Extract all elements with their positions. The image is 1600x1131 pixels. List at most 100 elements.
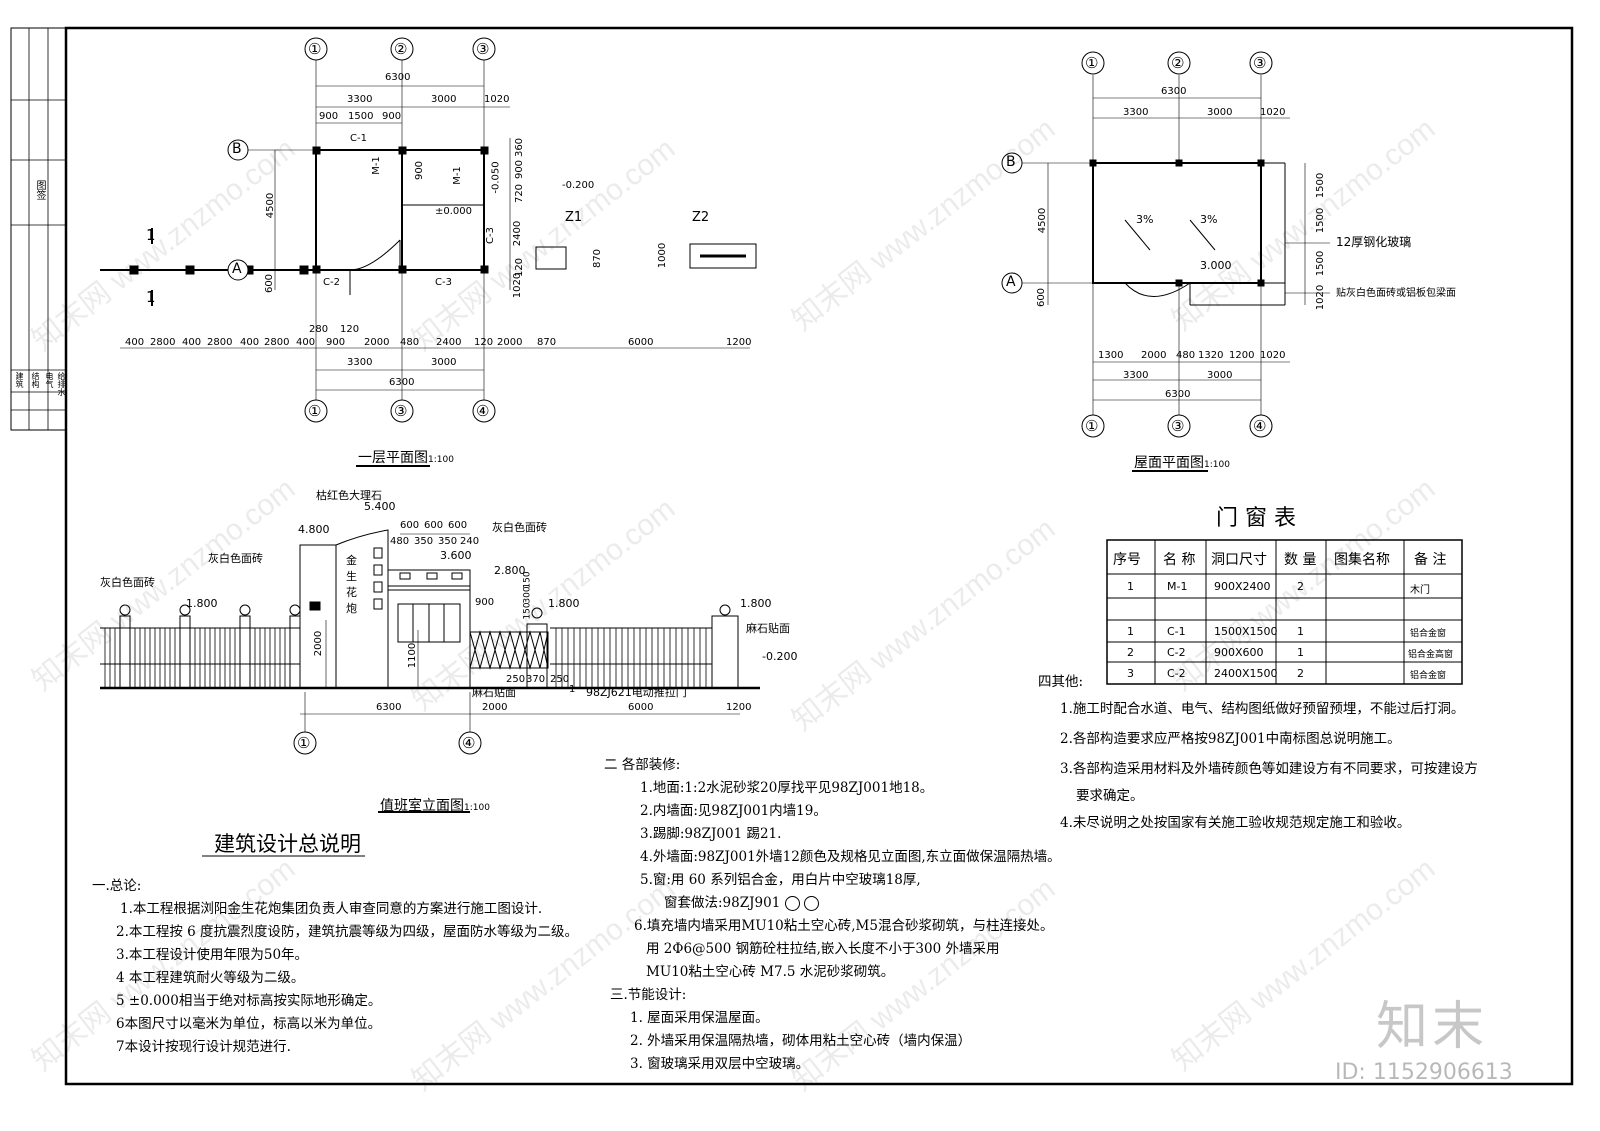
- dimension: 360: [514, 137, 526, 158]
- axis-label: ③: [394, 402, 408, 420]
- dimension: 2000: [313, 630, 325, 657]
- notes-heading: 四其他:: [1038, 674, 1084, 690]
- dimension: 900: [319, 111, 339, 122]
- note-tile: 贴灰白色面砖或铝板包梁面: [1336, 288, 1456, 299]
- dimension: 480: [1176, 350, 1196, 361]
- title-text: 屋面平面图: [1134, 455, 1204, 471]
- label: 900: [414, 160, 426, 181]
- title-text: 值班室立面图: [380, 798, 464, 814]
- dimension: 1200: [1229, 350, 1255, 361]
- dimension: 1200: [726, 702, 752, 713]
- roof-plan-title: 屋面平面图1:100: [1134, 452, 1230, 472]
- scale-text: 1:100: [428, 455, 454, 465]
- label: M-1: [451, 166, 463, 185]
- label: C-1: [350, 133, 367, 144]
- notes-finishes: 二 各部装修: 1.地面:1:2水泥砂浆20厚找平见98ZJ001地18。 2.…: [604, 754, 1061, 984]
- axis-label: ④: [476, 402, 490, 420]
- label: ±0.000: [435, 206, 473, 217]
- sidebar-discipline: 给排水: [57, 372, 66, 396]
- dimension: 1100: [407, 642, 419, 669]
- dimension: 400: [240, 337, 260, 348]
- door-window-table-grid: [1106, 539, 1463, 685]
- sidebar-top-label: 图签: [34, 180, 45, 200]
- label-tile: 灰白色面砖: [492, 521, 547, 534]
- dimension: 480: [390, 536, 410, 547]
- scale-text: 1:100: [1204, 460, 1230, 470]
- dimension: 6300: [389, 377, 415, 388]
- table-cell: C-2: [1167, 667, 1186, 680]
- dimension: 900: [475, 597, 495, 608]
- dimension: 6300: [385, 72, 411, 83]
- notes-other: 四其他: 1.施工时配合水道、电气、结构图纸做好预留预埋，不能过后打洞。 2.各…: [1038, 670, 1478, 838]
- notes-item: 1.施工时配合水道、电气、结构图纸做好预留预埋，不能过后打洞。: [1060, 701, 1465, 717]
- roof-plan-geometry: [1020, 75, 1330, 415]
- notes-item: 3.本工程设计使用年限为50年。: [116, 947, 309, 963]
- notes-item: 4.未尽说明之处按国家有关施工验收规范规定施工和验收。: [1060, 815, 1411, 831]
- dimension: 600: [400, 520, 420, 531]
- dimension: 3300: [347, 94, 373, 105]
- table-title: 门 窗 表: [1216, 506, 1296, 531]
- notes-item: 2.本工程按 6 度抗震烈度设防，建筑抗震等级为四级，屋面防水等级为二级。: [116, 924, 579, 940]
- label: M-1: [370, 156, 382, 175]
- table-cell: 900X2400: [1214, 580, 1271, 593]
- table-header: 名 称: [1163, 552, 1196, 568]
- label: Z1: [565, 210, 583, 225]
- table-cell: 铝合金高窗: [1408, 650, 1454, 660]
- dimension: 870: [537, 337, 557, 348]
- notes-item: 1. 屋面采用保温屋面。: [630, 1010, 769, 1026]
- watermark-id: ID: 1152906613: [1335, 1060, 1513, 1085]
- dimension: 900: [326, 337, 346, 348]
- label: 1000: [657, 242, 669, 269]
- watermark-logo: 知末: [1376, 997, 1489, 1057]
- floor-plan-geometry: [100, 60, 757, 400]
- dimension: 1020: [1315, 284, 1327, 311]
- label: 870: [592, 248, 604, 269]
- elevation-label: 3.000: [1200, 259, 1232, 272]
- dimension: 900: [382, 111, 402, 122]
- dimension: 1320: [1198, 350, 1224, 361]
- dimension: 120: [340, 324, 360, 335]
- sign-char: 花: [346, 586, 357, 599]
- axis-label: ②: [394, 40, 408, 58]
- notes-item: 4 本工程建筑耐火等级为二级。: [116, 970, 305, 986]
- axis-label: ①: [1085, 54, 1099, 72]
- notes-item: 5 ±0.000相当于绝对标高按实际地形确定。: [116, 993, 382, 1009]
- dimension: 600: [1036, 287, 1048, 308]
- label: -0.200: [562, 180, 595, 191]
- dimension: 2800: [207, 337, 233, 348]
- notes-item: 3. 窗玻璃采用双层中空玻璃。: [630, 1056, 810, 1072]
- table-cell: 1500X1500: [1214, 625, 1278, 638]
- notes-item: 3.各部构造采用材料及外墙砖颜色等如建设方有不同要求，可按建设方: [1060, 761, 1478, 777]
- notes-heading: 二 各部装修:: [604, 757, 681, 773]
- table-cell: 1: [1297, 625, 1304, 638]
- scale-text: 1:100: [464, 803, 490, 813]
- floor-plan-title: 一层平面图1:100: [358, 447, 454, 467]
- dimension: 480: [400, 337, 420, 348]
- sidebar-discipline: 建筑: [15, 372, 24, 388]
- axis-label: ②: [1171, 54, 1185, 72]
- dimension: 240: [460, 536, 480, 547]
- dimension: 400: [125, 337, 145, 348]
- notes-item: 要求确定。: [1076, 788, 1144, 804]
- dimension: 400: [296, 337, 316, 348]
- table-cell: 900X600: [1214, 646, 1264, 659]
- dimension: 1020: [512, 272, 524, 299]
- axis-label: B: [1006, 154, 1016, 170]
- dimension: 2000: [1141, 350, 1167, 361]
- axis-label: ③: [1171, 417, 1185, 435]
- table-header: 序号: [1113, 552, 1141, 568]
- slope-label: 3%: [1200, 213, 1218, 226]
- dimension: 120: [474, 337, 494, 348]
- elev-mark: 3.600: [440, 549, 472, 562]
- notes-item: 4.外墙面:98ZJ001外墙12颜色及规格见立面图,东立面做保温隔热墙。: [640, 849, 1061, 865]
- label: Z2: [692, 210, 710, 225]
- dimension: 6300: [376, 702, 402, 713]
- table-header: 洞口尺寸: [1211, 552, 1267, 568]
- label: -0.050: [490, 161, 502, 194]
- dimension: 350: [414, 536, 434, 547]
- dimension: 2800: [150, 337, 176, 348]
- table-cell: 2: [1127, 646, 1134, 659]
- main-title: 建筑设计总说明: [214, 832, 361, 856]
- table-cell: 1: [1297, 646, 1304, 659]
- notes-item: MU10粘土空心砖 M7.5 水泥砂浆砌筑。: [646, 964, 895, 980]
